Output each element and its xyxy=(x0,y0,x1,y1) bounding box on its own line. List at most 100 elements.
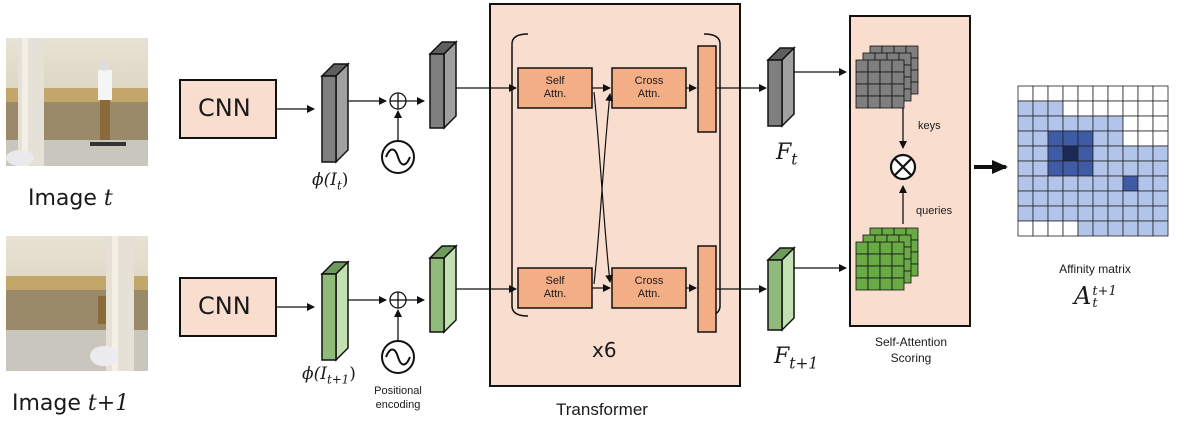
affinity-cell xyxy=(1032,220,1049,237)
queries-grid-cell xyxy=(867,253,881,267)
cnn-box-bottom xyxy=(179,277,277,337)
affinity-symbol-sub: t xyxy=(1092,295,1098,311)
affinity-cell xyxy=(1062,220,1079,237)
affinity-cell xyxy=(1122,85,1139,102)
self-attn-bottom-line2: Attn. xyxy=(543,288,567,300)
feature-slab-encoded-bottom xyxy=(428,244,458,334)
affinity-cell xyxy=(1077,175,1094,192)
keys-grid-cell xyxy=(855,71,869,85)
feature-slab-F-top xyxy=(766,46,796,128)
keys-grid-cell xyxy=(867,95,881,109)
affinity-cell xyxy=(1122,205,1139,222)
affinity-cell xyxy=(1077,115,1094,132)
affinity-cell xyxy=(1047,175,1064,192)
arrow-cross-bottom-to-top xyxy=(593,93,614,285)
F-bottom-text: F xyxy=(774,344,790,369)
affinity-cell xyxy=(1032,190,1049,207)
affinity-cell xyxy=(1077,205,1094,222)
keys-grid-cell xyxy=(891,71,905,85)
affinity-cell xyxy=(1122,115,1139,132)
feature-slab-phi-bottom xyxy=(320,260,350,362)
affinity-cell xyxy=(1092,190,1109,207)
affinity-cell xyxy=(1092,100,1109,117)
phi-bottom-label: ϕ(It+1) xyxy=(302,364,356,387)
self-attn-bottom-line1: Self xyxy=(545,275,565,287)
affinity-cell xyxy=(1047,220,1064,237)
affinity-cell xyxy=(1122,190,1139,207)
affinity-cell xyxy=(1152,100,1169,117)
queries-grid-cell xyxy=(867,277,881,291)
affinity-cell xyxy=(1062,100,1079,117)
queries-grid-cell xyxy=(879,265,893,279)
affinity-cell xyxy=(1152,85,1169,102)
affinity-cell xyxy=(1062,205,1079,222)
affinity-cell xyxy=(1062,115,1079,132)
affinity-cell xyxy=(1032,100,1049,117)
positional-encoding-line1: Positional xyxy=(374,385,422,397)
queries-grid-cell xyxy=(855,265,869,279)
sine-wave-icon-bottom xyxy=(381,340,415,374)
affinity-cell xyxy=(1107,145,1124,162)
keys-grid-cell xyxy=(879,95,893,109)
affinity-cell xyxy=(1062,130,1079,147)
image-t1-var: t+1 xyxy=(87,391,130,416)
keys-grid-cell xyxy=(855,59,869,73)
image-t-label: Image t xyxy=(28,186,113,211)
keys-grid-cell xyxy=(855,83,869,97)
affinity-cell xyxy=(1017,205,1034,222)
affinity-label: Affinity matrix xyxy=(1059,262,1131,276)
affinity-cell xyxy=(1137,160,1154,177)
affinity-cell xyxy=(1062,160,1079,177)
repeat-bracket-left xyxy=(511,33,529,317)
affinity-cell xyxy=(1032,85,1049,102)
affinity-cell xyxy=(1017,100,1034,117)
add-icon-bottom xyxy=(389,291,407,309)
affinity-cell xyxy=(1137,145,1154,162)
keys-grid-cell xyxy=(867,71,881,85)
affinity-cell xyxy=(1047,190,1064,207)
output-block-bottom xyxy=(697,245,717,333)
queries-grid-cell xyxy=(879,277,893,291)
queries-grid-cell xyxy=(879,253,893,267)
cross-attn-top-label: Cross Attn. xyxy=(612,75,686,101)
affinity-cell xyxy=(1077,190,1094,207)
feature-slab-phi-top xyxy=(320,62,350,164)
keys-grid-cell xyxy=(879,59,893,73)
affinity-cell xyxy=(1077,85,1094,102)
repeat-count: x6 xyxy=(592,338,617,362)
affinity-cell xyxy=(1107,190,1124,207)
affinity-cell xyxy=(1062,145,1079,162)
affinity-cell xyxy=(1017,85,1034,102)
multiply-icon xyxy=(889,153,917,181)
queries-grid-cell xyxy=(891,241,905,255)
cross-attn-top-line2: Attn. xyxy=(637,88,661,100)
affinity-cell xyxy=(1032,160,1049,177)
self-attn-box-bottom xyxy=(517,267,593,309)
keys-grid-cell xyxy=(867,59,881,73)
affinity-cell xyxy=(1107,175,1124,192)
affinity-cell xyxy=(1122,100,1139,117)
queries-grid-cell xyxy=(855,253,869,267)
affinity-cell xyxy=(1107,85,1124,102)
F-top-sub: t xyxy=(791,150,798,169)
affinity-cell xyxy=(1152,190,1169,207)
positional-encoding-line2: encoding xyxy=(375,399,421,411)
affinity-cell xyxy=(1017,190,1034,207)
affinity-cell xyxy=(1137,220,1154,237)
affinity-cell xyxy=(1077,130,1094,147)
affinity-cell xyxy=(1122,175,1139,192)
F-top-text: F xyxy=(776,140,792,165)
affinity-cell xyxy=(1092,115,1109,132)
queries-grid xyxy=(855,227,919,291)
affinity-cell xyxy=(1032,115,1049,132)
affinity-cell xyxy=(1077,160,1094,177)
phi-bottom-text: ϕ(I xyxy=(302,364,327,384)
affinity-cell xyxy=(1032,175,1049,192)
affinity-cell xyxy=(1107,130,1124,147)
keys-grid-cell xyxy=(879,71,893,85)
affinity-cell xyxy=(1152,220,1169,237)
keys-grid-cell xyxy=(867,83,881,97)
affinity-cell xyxy=(1047,130,1064,147)
transformer-label: Transformer xyxy=(556,400,648,419)
affinity-cell xyxy=(1137,130,1154,147)
